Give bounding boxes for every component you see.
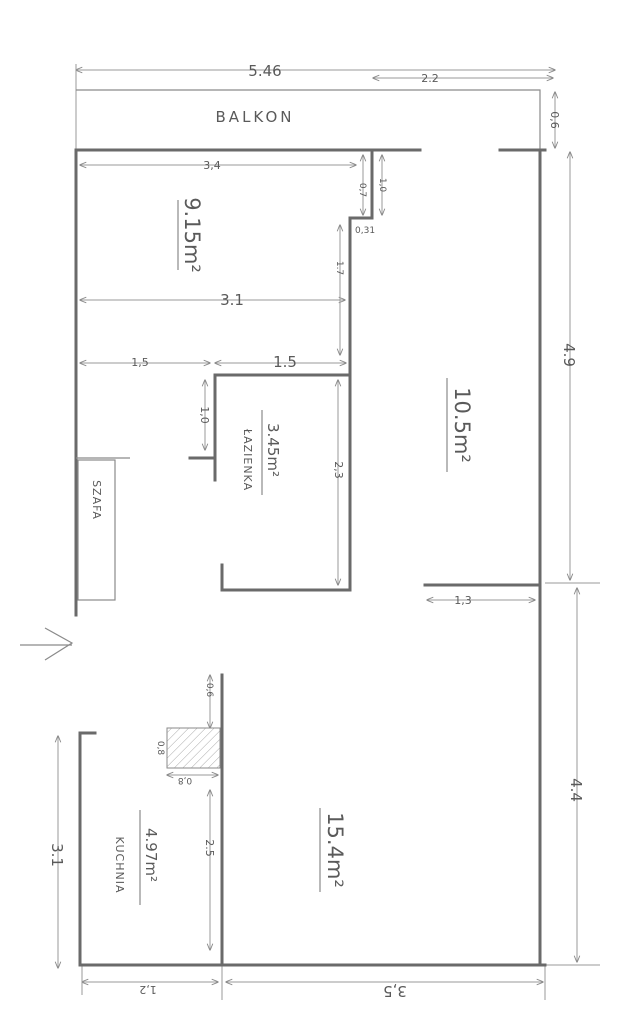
room1-width-mid: 3.1 (220, 291, 244, 309)
kitchen-label: KUCHNIA (113, 837, 126, 894)
living-length: 4.4 (567, 778, 585, 802)
pillar-offset: 0,6 (204, 683, 214, 698)
closet-label: SZAFA (90, 480, 103, 520)
bathroom-area: 3.45m² (264, 423, 282, 477)
walls (74, 89, 547, 967)
kitchen-width: 1,2 (139, 983, 157, 996)
room2-length: 4.9 (560, 343, 578, 367)
room1-width-top: 3,4 (203, 159, 221, 172)
kitchen-area: 4.97m² (142, 828, 160, 882)
bathroom-door-side: 1,0 (198, 406, 211, 424)
pillar-width: 0,8 (178, 775, 193, 785)
entrance-arrow-icon (20, 627, 74, 661)
room1-step-height: 0,7 (357, 183, 367, 197)
room2-partition: 1,3 (454, 594, 472, 607)
pillar-height: 0,8 (155, 741, 165, 756)
bathroom-label: ŁAZIENKA (241, 428, 254, 491)
overall-width-label: 5.46 (248, 62, 281, 80)
hall-width-right: 1.5 (273, 353, 297, 371)
living-area: 15.4m² (323, 812, 347, 888)
bathroom-depth: 2,3 (332, 461, 345, 479)
balcony-width-label: 2.2 (421, 72, 439, 85)
living-width: 3,5 (383, 982, 407, 1000)
room1-wall-seg2: 1.7 (334, 261, 344, 275)
room1-step-offset: 0,31 (355, 226, 375, 236)
balcony-label: BALKON (216, 108, 295, 126)
living-wall-seg: 2.5 (203, 839, 216, 857)
balcony-depth-label: 0,6 (548, 111, 561, 129)
room1-wall-seg: 1,0 (377, 178, 387, 193)
dimension-lines (58, 64, 600, 1000)
room2-area: 10.5m² (450, 387, 474, 463)
hall-width-left: 1,5 (131, 356, 149, 369)
room1-area: 9.15m² (180, 197, 204, 273)
kitchen-length: 3.1 (48, 843, 66, 867)
